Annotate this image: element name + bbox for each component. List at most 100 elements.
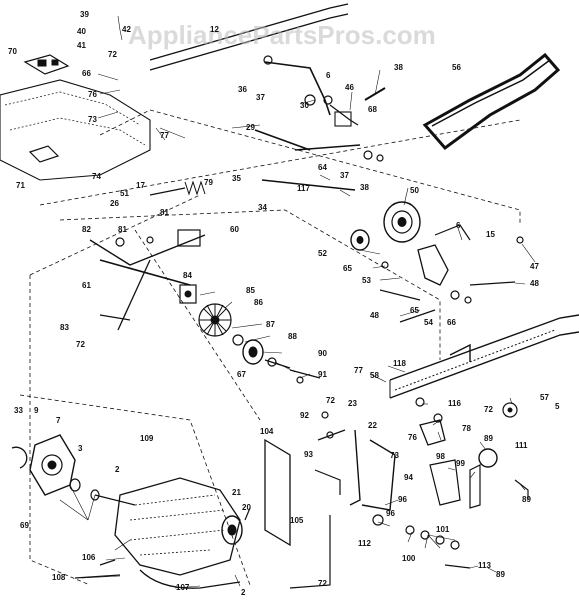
- callout-7: 7: [56, 416, 61, 425]
- callout-23: 23: [348, 399, 357, 408]
- callout-5: 5: [555, 402, 560, 411]
- callout-89: 89: [484, 434, 493, 443]
- callout-105: 105: [290, 516, 304, 525]
- callout-106: 106: [82, 553, 96, 562]
- brake-arm-assembly: [264, 411, 471, 589]
- callout-73: 73: [88, 115, 97, 124]
- pulley-assembly: [350, 201, 471, 286]
- callout-77b: 77: [354, 366, 363, 375]
- callout-86: 86: [254, 298, 263, 307]
- part-callouts: 39 40 41 72 42 12 70 66 76 73 77 71 74 3…: [8, 10, 560, 597]
- callout-30: 30: [300, 101, 309, 110]
- callout-72c: 72: [484, 405, 493, 414]
- callout-87: 87: [266, 320, 275, 329]
- callout-41: 41: [77, 41, 86, 50]
- callout-117: 117: [297, 184, 310, 193]
- callout-111: 111: [515, 441, 528, 450]
- callout-61: 61: [82, 281, 91, 290]
- callout-66b: 66: [447, 318, 456, 327]
- callout-64: 64: [318, 163, 327, 172]
- callout-35: 35: [232, 174, 241, 183]
- callout-22: 22: [368, 421, 377, 430]
- cooling-fan-part-86: [179, 284, 232, 337]
- callout-76: 76: [88, 90, 97, 99]
- callout-81b: 81: [118, 225, 127, 234]
- plate-part-71: [28, 145, 60, 163]
- callout-109: 109: [140, 434, 154, 443]
- callout-33: 33: [14, 406, 23, 415]
- callout-113: 113: [478, 561, 491, 570]
- callout-88: 88: [288, 332, 297, 341]
- fender-body: [0, 79, 151, 181]
- callout-72b: 72: [76, 340, 85, 349]
- callout-108: 108: [52, 573, 66, 582]
- callout-72: 72: [108, 50, 117, 59]
- callout-38b: 38: [360, 183, 369, 192]
- callout-71: 71: [16, 181, 25, 190]
- callout-53: 53: [362, 276, 371, 285]
- callout-72d: 72: [326, 396, 335, 405]
- callout-99: 99: [456, 459, 465, 468]
- callout-73b: 73: [390, 451, 399, 460]
- callout-107: 107: [176, 583, 190, 592]
- callout-47: 47: [530, 262, 539, 271]
- callout-26: 26: [110, 199, 119, 208]
- callout-74: 74: [92, 172, 101, 181]
- callout-68: 68: [368, 105, 377, 114]
- frame-rail-top: [29, 3, 521, 276]
- callout-93: 93: [304, 450, 313, 459]
- callout-118: 118: [393, 359, 406, 368]
- transaxle-housing: [74, 477, 251, 589]
- callout-21: 21: [232, 488, 241, 497]
- callout-96: 96: [398, 495, 407, 504]
- callout-101: 101: [436, 525, 450, 534]
- callout-67: 67: [237, 370, 246, 379]
- callout-89c: 89: [496, 570, 505, 579]
- callout-36: 36: [238, 85, 247, 94]
- linkage-left: [89, 180, 206, 331]
- callout-15: 15: [486, 230, 495, 239]
- callout-90: 90: [318, 349, 327, 358]
- callout-116: 116: [448, 399, 461, 408]
- callout-56: 56: [452, 63, 461, 72]
- callout-76b: 76: [408, 433, 417, 442]
- frame-rail-right: [389, 314, 579, 399]
- callout-79: 79: [204, 178, 213, 187]
- callout-50: 50: [410, 186, 419, 195]
- callout-66: 66: [82, 69, 91, 78]
- callout-89b: 89: [522, 495, 531, 504]
- callout-104: 104: [260, 427, 274, 436]
- callout-91: 91: [318, 370, 327, 379]
- callout-34: 34: [258, 203, 267, 212]
- watermark: AppliancePartsPros.com: [128, 20, 436, 50]
- callout-46: 46: [345, 83, 354, 92]
- callout-100: 100: [402, 554, 416, 563]
- callout-6b: 6: [456, 221, 461, 230]
- callout-20: 20: [242, 503, 251, 512]
- callout-38: 38: [394, 63, 403, 72]
- callout-17: 17: [136, 181, 145, 190]
- hardware-right: [379, 236, 524, 323]
- pulley-88-group: [232, 334, 321, 384]
- callout-72e: 72: [318, 579, 327, 588]
- callout-39: 39: [80, 10, 89, 19]
- callout-70: 70: [8, 47, 17, 56]
- callout-112: 112: [358, 539, 371, 548]
- callout-94: 94: [404, 473, 413, 482]
- callout-58: 58: [370, 371, 379, 380]
- callout-3: 3: [78, 444, 83, 453]
- bracket-part-70: [23, 54, 70, 75]
- callout-51: 51: [120, 189, 129, 198]
- callout-60: 60: [230, 225, 239, 234]
- callout-29: 29: [246, 123, 255, 132]
- callout-52: 52: [318, 249, 327, 258]
- callout-96b: 96: [386, 509, 395, 518]
- callout-78: 78: [462, 424, 471, 433]
- callout-81: 81: [160, 208, 169, 217]
- callout-77: 77: [160, 131, 169, 140]
- drive-belt-part-56: [422, 52, 561, 151]
- callout-54: 54: [424, 318, 433, 327]
- callout-37b: 37: [340, 171, 349, 180]
